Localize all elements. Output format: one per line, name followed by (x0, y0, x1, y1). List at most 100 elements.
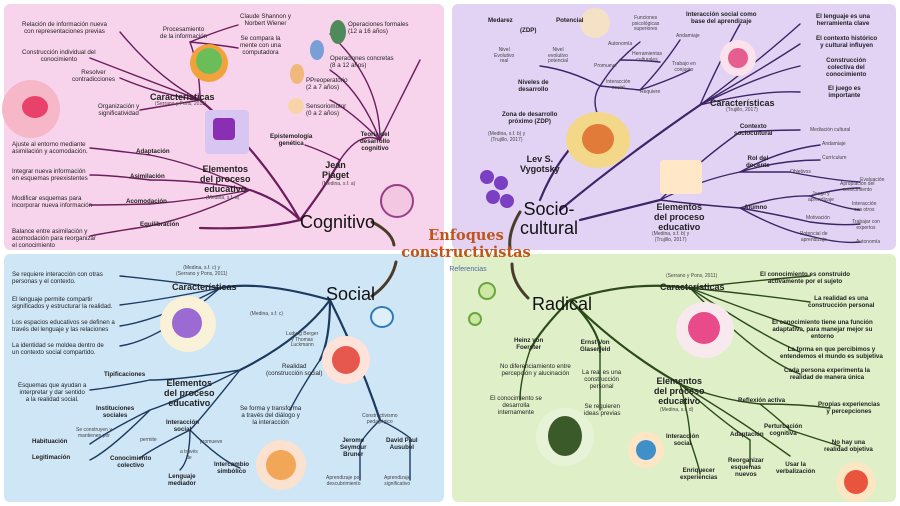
sol-const-ped: Constructivismo pedagógico (362, 413, 398, 425)
handshake-icon (370, 306, 394, 328)
people-circle-icon (728, 48, 748, 68)
chat-bubble-icon-1 (478, 282, 496, 300)
child-figure-3 (310, 40, 324, 60)
sol-lenguaje-med: Lenguaje mediador (168, 473, 196, 487)
soc-trabajo: Trabajo en conjunto (672, 61, 696, 73)
cog-sensoriomotor: Sensoriomotor (0 a 2 años) (306, 103, 347, 117)
tree-canopy-icon (196, 48, 222, 74)
references-link[interactable]: Referencias (449, 266, 487, 273)
teacher-student-illustration (660, 160, 702, 194)
rad-c1: El conocimiento es construido activament… (760, 271, 851, 285)
cog-relacion: Relación de información nueva con repres… (22, 21, 107, 35)
sol-caracteristicas-ref: (Medina, s.f. c) y (Serrano y Pons, 2011… (176, 265, 228, 277)
sol-construyen: Se construyen y mantienen por (76, 427, 112, 439)
cog-piaget: Jean Piaget (322, 160, 350, 181)
sol-aprend-sig: Aprendizaje significativo (384, 475, 411, 487)
face-icon-2 (494, 176, 508, 190)
rad-ideas: Se requieren ideas previas (584, 403, 621, 417)
students-icon (172, 308, 202, 338)
soc-objetivos: Objetivos (790, 169, 811, 175)
soc-potencial-apr: Potencial de aprendizaje (800, 231, 828, 243)
cog-modificar: Modificar esquemas para incorporar nueva… (12, 195, 93, 209)
cog-preoperatorio: PPreoperatorio (2 a 7 años) (306, 77, 348, 91)
sol-bruner: Jerome Seymour Bruner (340, 437, 367, 458)
cog-procesamiento: Procesamiento de la información (160, 26, 208, 40)
brain-icon (22, 96, 48, 118)
cog-op-formales: Operaciones formales (12 a 16 años) (348, 21, 409, 35)
sol-elementos-ref: (Medina, s.f. c) (250, 311, 284, 317)
soc-promueve: Promueve (594, 63, 617, 69)
child-figure-1 (330, 20, 346, 44)
social-heading: Social (326, 284, 376, 304)
soc-nivel-pot: Nivel evolutivo potencial (548, 47, 569, 65)
cog-teoria: Teoría del desarrollo cognitivo (360, 131, 390, 152)
soc-autonomia2: Autonomía (856, 239, 881, 245)
cognitivo-heading: Cognitivo (300, 212, 376, 232)
rad-reorganizar: Reorganizar esquemas nuevos (728, 457, 764, 478)
sol-forma: Se forma y transforma a través del diálo… (240, 405, 302, 426)
rad-perturbacion: Perturbación cognitiva (764, 423, 803, 437)
title-line-1: Enfoques (428, 227, 504, 244)
rad-interaccion: Interacción social (666, 433, 700, 447)
dialogue-icon (266, 450, 296, 480)
soc-interaccion: Interacción social (606, 79, 631, 91)
soc-lenguaje: El lenguaje es una herramienta clave (816, 13, 870, 27)
rad-c5: Cada persona experimenta la realidad de … (784, 367, 870, 381)
soc-zdp-short: (ZDP) (520, 27, 537, 34)
soc-requiere: Requiere (640, 89, 661, 95)
cog-elementos: Elementos del proceso educativo (200, 164, 251, 195)
soc-mediacion: Mediación cultural (810, 127, 851, 133)
soc-juego: El juego es importante (828, 85, 861, 99)
sol-instituciones: Instituciones sociales (96, 405, 135, 419)
soc-apropiacion: Apropiación del conocimiento (840, 181, 875, 193)
sol-interaccion: Interacción social (166, 419, 200, 433)
brain-outline-icon (380, 184, 414, 218)
baby-figure (288, 98, 304, 114)
rad-no-dif: No diferenciamiento entre percepción y a… (500, 363, 571, 377)
rad-realidad: La real es una construcción personal (582, 369, 622, 390)
face-icon-1 (480, 170, 494, 184)
rad-adaptacion: Adaptación (730, 431, 764, 438)
cog-asimilacion: Asimilación (130, 173, 165, 180)
sol-ausubel: David Paul Ausubel (386, 437, 418, 451)
puzzle-icon (688, 312, 720, 344)
soc-contexto: Contexto sociocultural (734, 123, 773, 137)
soc-interaccion-otros: Interacción con otros (852, 201, 877, 213)
cog-integrar: Integrar nueva información en esquemas p… (12, 168, 88, 182)
cog-construccion: Construcción individual del conocimiento (22, 49, 96, 63)
cog-elementos-ref: (Medina, s.f. a) (206, 195, 240, 201)
sol-lenguaje: El lenguaje permite compartir significad… (12, 296, 113, 310)
chat-bubble-icon-2 (468, 312, 482, 326)
soc-elementos: Elementos del proceso educativo (654, 202, 705, 233)
cog-balance: Balance entre asimilación y acomodación … (12, 228, 96, 249)
sol-caracteristicas: Características (172, 282, 237, 292)
people-idea-icon (844, 470, 868, 494)
cog-mente: Se compara la mente con una computadora (240, 35, 281, 56)
soc-andamiaje2: Andamiaje (822, 141, 846, 147)
sol-aprend-desc: Aprendizaje por descubrimiento (326, 475, 362, 487)
sol-conocimiento: Conocimiento colectivo (110, 455, 152, 469)
sol-promueve: promueve (200, 439, 223, 445)
soc-vygotsky: Lev S. Vygotsky (520, 154, 560, 175)
soc-elementos-ref: (Medina, s.f. b) y (Trujillo, 2017) (652, 231, 690, 243)
thinker-icon (548, 416, 582, 456)
rad-c3: El conocimiento tiene una función adapta… (772, 319, 873, 340)
cog-op-concretas: Operaciones concretas (8 a 12 años) (330, 55, 394, 69)
cog-adaptacion: Adaptación (136, 148, 170, 155)
cog-resolver: Resolver contradicciones (72, 69, 115, 83)
soc-rol: Rol del docente (746, 155, 770, 169)
rad-caracteristicas-ref: (Serrano y Pons, 2011) (666, 273, 718, 279)
soc-nivel-real: Nivel Evolutivo real (494, 47, 515, 65)
radical-heading: Radical (532, 294, 593, 314)
face-icon-4 (500, 194, 514, 208)
soc-caracteristicas: Características (710, 98, 775, 108)
soc-zdp: Zona de desarrollo próximo (ZDP) (502, 111, 558, 125)
soc-contexto-hist: El contexto histórico y cultural influye… (816, 35, 878, 49)
rad-glaserfeld: Ernst Von Glaserfeld (580, 339, 611, 353)
rad-c4: La forma en que percibimos y entendemos … (780, 346, 883, 360)
soc-curriculum: Currículum (822, 155, 847, 161)
child-figure-2 (290, 64, 304, 84)
sol-espacios: Los espacios educativos se definen a tra… (12, 319, 115, 333)
rad-c2: La realidad es una construcción personal (808, 295, 875, 309)
